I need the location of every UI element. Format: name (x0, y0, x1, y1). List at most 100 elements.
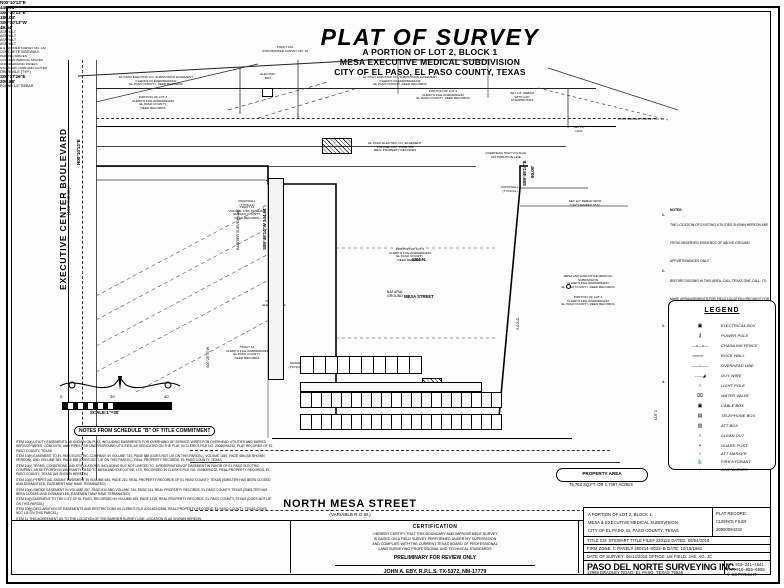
legend-label-clean-out: CLEAN OUT (721, 433, 745, 438)
exec-blvd-row-line-east (96, 60, 97, 480)
schedule-b-item-6: ITEM 10(f) EASEMENT TO THE CITY OF EL PA… (16, 497, 272, 506)
legend-label-guy-wire: GUY WIRE (721, 373, 742, 378)
legend-row-overhead-line: ——/—— OVERHEAD LINE (669, 363, 775, 373)
firm-copyright: © COPYRIGHT (727, 572, 757, 577)
concrete-sidewalk-band (300, 382, 482, 392)
upper-tract-lines (77, 59, 679, 128)
map-label-lot-3: LOT 3 (654, 410, 658, 420)
title-block-rule-4 (584, 560, 770, 561)
legend-row-guard-post: • GUARD POST (669, 443, 775, 453)
property-area-value: 75,763 SQ.FT. OR 1.7397 ACRES (569, 482, 633, 487)
certification-title: CERTIFICATION (412, 524, 458, 530)
title-block-row-survey-date: DATE OF SURVEY: 06/12/2018 OFFICE: LM FI… (587, 554, 713, 559)
map-label-natural-ground: NATURAL GROUND (386, 290, 404, 299)
scale-bar-checkered (62, 402, 118, 410)
scale-caption: SCALE:1"=30' (90, 410, 120, 415)
legend-row-power-pole: ⚷ POWER POLE (669, 333, 775, 343)
legend-label-rock-wall: ROCK WALL (721, 353, 745, 358)
map-label-epe-esmt-vol: EL PASO ELECTRIC CO. EASEMENT VOLUME 108… (368, 141, 422, 153)
map-label-asphalt-3: ASPHALT (0, 38, 17, 42)
map-label-underground-panels: UNDERGROUND PANELS (0, 62, 38, 66)
title-block-rule-3 (584, 552, 770, 553)
schedule-b-item-4: ITEM 10(d) PERPETUAL SMOKE EASEMENT IN V… (16, 477, 271, 487)
legend-row-electrical-box: ▣ ELECTRICAL BOX (669, 323, 775, 333)
signature-rule (335, 565, 535, 567)
site-address-line2: MESA STREET (404, 294, 434, 300)
guard-post-icon: • (699, 443, 701, 449)
firm-name: PASO DEL NORTE SURVEYING INC. (587, 562, 737, 572)
legend-row-att-box: ▥ ATT BOX (669, 423, 775, 433)
map-label-asphalt-1: ASPHALT (0, 30, 17, 34)
legend-label-att-box: ATT BOX (721, 423, 739, 428)
scale-mark-30: 30' (110, 394, 116, 399)
legend-label-cable-box: CABLE BOX (721, 403, 744, 408)
map-label-barker-survey-10: JOHN BARKER SURVEY NO. 10 (617, 117, 665, 121)
legend-row-cable-box: ▣ CABLE BOX (669, 403, 775, 413)
exec-blvd-centerline (82, 60, 83, 480)
map-label-portion-lot2-d: PORTION OF LOT 2 CLERK'S FILE #200600942… (561, 295, 615, 307)
property-area-header: PROPERTY AREA (582, 471, 622, 476)
mesa-street-centerline (190, 510, 610, 511)
chainlink-fence-icon: —x—x— (692, 343, 708, 348)
title-block-desc-1: A PORTION OF LOT 2, BLOCK 1, (588, 512, 653, 517)
map-label-set-half-rebar-top: SET 1/2" REBAR WITH CAP STAMPED 5372 (510, 91, 534, 103)
plat-record-label: PLAT RECORD: (716, 511, 748, 516)
map-label-covered-parking: COVERED PARKING SPACES (0, 58, 44, 62)
electric-box-symbol-1 (262, 88, 273, 97)
fire-hydrant-icon: ⛲ (696, 459, 704, 465)
overhead-line-icon: ——/—— (691, 363, 709, 368)
scale-bar-solid (116, 402, 172, 410)
monument-point-center (566, 284, 571, 289)
south-row-line (190, 450, 610, 451)
legend-row-fire-hydrant: ⛲ FIRE HYDRANT (669, 459, 775, 469)
scale-mark-40: 40' (164, 394, 170, 399)
map-label-eg-snyder: E.G. SNYDER SURVEY NO. 132 (0, 46, 46, 50)
sheet-outer-border (6, 6, 780, 584)
map-label-east-mid: S 0 A.D. (516, 316, 520, 330)
subtitle-line-1: A PORTION OF LOT 2, BLOCK 1 (362, 47, 498, 57)
telephone-box-icon: ▤ (697, 413, 703, 419)
note-item-1: THE LOCATION OF EXISTING UTILITIES SHOWN… (670, 223, 769, 264)
certification-body-1: I HEREBY CERTIFY THAT THIS BOUNDARY AND … (372, 532, 498, 536)
site-address-line1: 4301 N. (411, 257, 427, 263)
schedule-b-item-5: ITEM 10(e) SMOKE EASEMENT IN VOLUME 287,… (16, 487, 268, 496)
map-label-overhead-hv: OVERHEAD HIGH VOLTAGE DISTRIBUTION LINE (485, 151, 527, 159)
exec-blvd-row-line-west (68, 60, 69, 480)
map-label-concrete-sidewalk: CONCRETE SIDEWALK (0, 50, 40, 54)
street-label-north-mesa: NORTH MESA STREET (283, 498, 417, 510)
map-label-epe-esmt-2: EL PASO ELECTRIC CO. SUBDIVISION EASEMEN… (362, 75, 438, 87)
map-label-rockwall-typical: ROCKWALL (TYPICAL) (501, 185, 519, 193)
north-property-line (96, 126, 616, 128)
map-label-asphalt-4: ASPHALT (0, 42, 17, 46)
firm-phone: PH. 915–241–1841 (727, 562, 764, 567)
schedule-b-item-8: ITEM 11 THIS AGREEMENT AS TO THE LOCATIO… (16, 516, 202, 521)
certification-body-3: AND COMPLIES WITH THE CURRENT TEXAS BOAR… (372, 541, 498, 546)
map-label-parking-spaces-1: PARKING SPACES (0, 54, 27, 58)
legend-label-att-marker: ATT MARKER (721, 451, 747, 456)
map-label-gravel-typical: GRAVEL (TYPICAL) (288, 361, 304, 369)
legend-row-water-valve: ⌧ WATER VALVE (669, 393, 775, 403)
subtitle-line-2: MESA EXECUTIVE MEDICAL SUBDIVISION (339, 57, 521, 67)
sheet-inner-border (11, 11, 771, 575)
map-label-epe-esmt-1: EL PASO ELECTRIC CO. SUBDIVISION EASEMEN… (118, 75, 194, 87)
legend-label-fire-hydrant: FIRE HYDRANT (721, 459, 751, 464)
clerk-file-label: CLERK'S FILE# (716, 519, 747, 524)
legend-row-rock-wall: ≈≈≈≈≈ ROCK WALL (669, 353, 775, 363)
water-valve-icon: ⌧ (697, 393, 703, 399)
legend-label-light-pole: LIGHT POLE (721, 383, 745, 388)
schedule-b-title: NOTES FROM SCHEDULE "B" OF TITLE COMMITM… (74, 426, 216, 436)
notes-title: NOTES: (670, 208, 683, 212)
certification-preliminary: PRELIMINARY FOR REVIEW ONLY (393, 555, 477, 562)
legend-box: LEGEND ▣ ELECTRICAL BOX ⚷ POWER POLE —x—… (668, 300, 776, 473)
att-box-icon: ▥ (697, 423, 703, 429)
legend-label-overhead-line: OVERHEAD LINE (721, 363, 754, 368)
bearing-south-line: S00°17'26"E (0, 74, 26, 79)
legend-label-chainlink-fence: CHAINLINK FENCE (721, 343, 758, 348)
title-block-rule-2 (584, 544, 770, 545)
title-block-row-firm-zone: FIRM ZONE: C PANEL# 480214–0033−B DATE: … (587, 546, 703, 551)
north-tract-line (96, 118, 656, 119)
map-label-asphalt-2: ASPHALT (0, 34, 17, 38)
certification-block: CERTIFICATION I HEREBY CERTIFY THAT THIS… (300, 524, 570, 575)
schedule-b-item-2: ITEM 10(b) EASEMENT TO EL PASO ELECTRIC … (16, 454, 265, 463)
